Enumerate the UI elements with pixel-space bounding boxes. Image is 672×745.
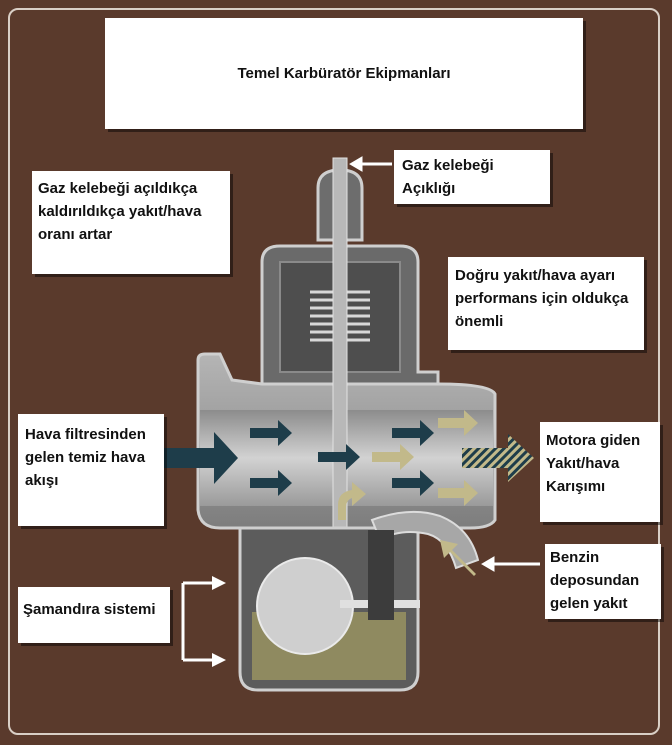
callout-arrowhead [349, 156, 363, 172]
title-box: Temel Karbüratör Ekipmanları [105, 18, 583, 129]
callout-arrows [349, 156, 540, 572]
mixture-arrow [438, 480, 478, 506]
fuel-inlet [370, 510, 480, 570]
air-arrow [392, 470, 434, 496]
mixture-output-arrow [462, 434, 534, 482]
float-bracket-arrowhead [212, 653, 226, 667]
ratio-note-label: Doğru yakıt/hava ayarı performans için o… [448, 257, 644, 350]
fuel-supply-label: Benzin deposundan gelen yakıt [545, 544, 661, 619]
air-flow-label: Hava filtresinden gelen temiz hava akışı [18, 414, 164, 526]
mixture-arrow [372, 444, 414, 470]
float-system-label: Şamandıra sistemi [18, 587, 170, 643]
air-arrow-main [164, 432, 238, 484]
air-arrow [392, 420, 434, 446]
float-ball [256, 557, 354, 655]
air-arrow [318, 444, 360, 470]
air-arrow [250, 420, 292, 446]
fuel-rise-arrow [338, 482, 366, 520]
callout-arrowhead [481, 556, 495, 572]
float-bracket [181, 581, 212, 662]
fuel-inlet-arrow [440, 540, 476, 576]
air-flow-arrows [164, 420, 434, 496]
needle-valve [368, 530, 394, 620]
engine-mixture-label: Motora giden Yakıt/hava Karışımı [540, 422, 660, 522]
throttle-note-label: Gaz kelebeği açıldıkça kaldırıldıkça yak… [32, 171, 230, 274]
throttle-opening-label: Gaz kelebeği Açıklığı [394, 150, 550, 204]
diagram-title: Temel Karbüratör Ekipmanları [237, 65, 451, 82]
air-arrow [250, 470, 292, 496]
frame-border [8, 8, 660, 735]
mixture-arrows [338, 410, 478, 576]
float-bracket-arrowhead [212, 576, 226, 590]
mixture-arrow [438, 410, 478, 436]
